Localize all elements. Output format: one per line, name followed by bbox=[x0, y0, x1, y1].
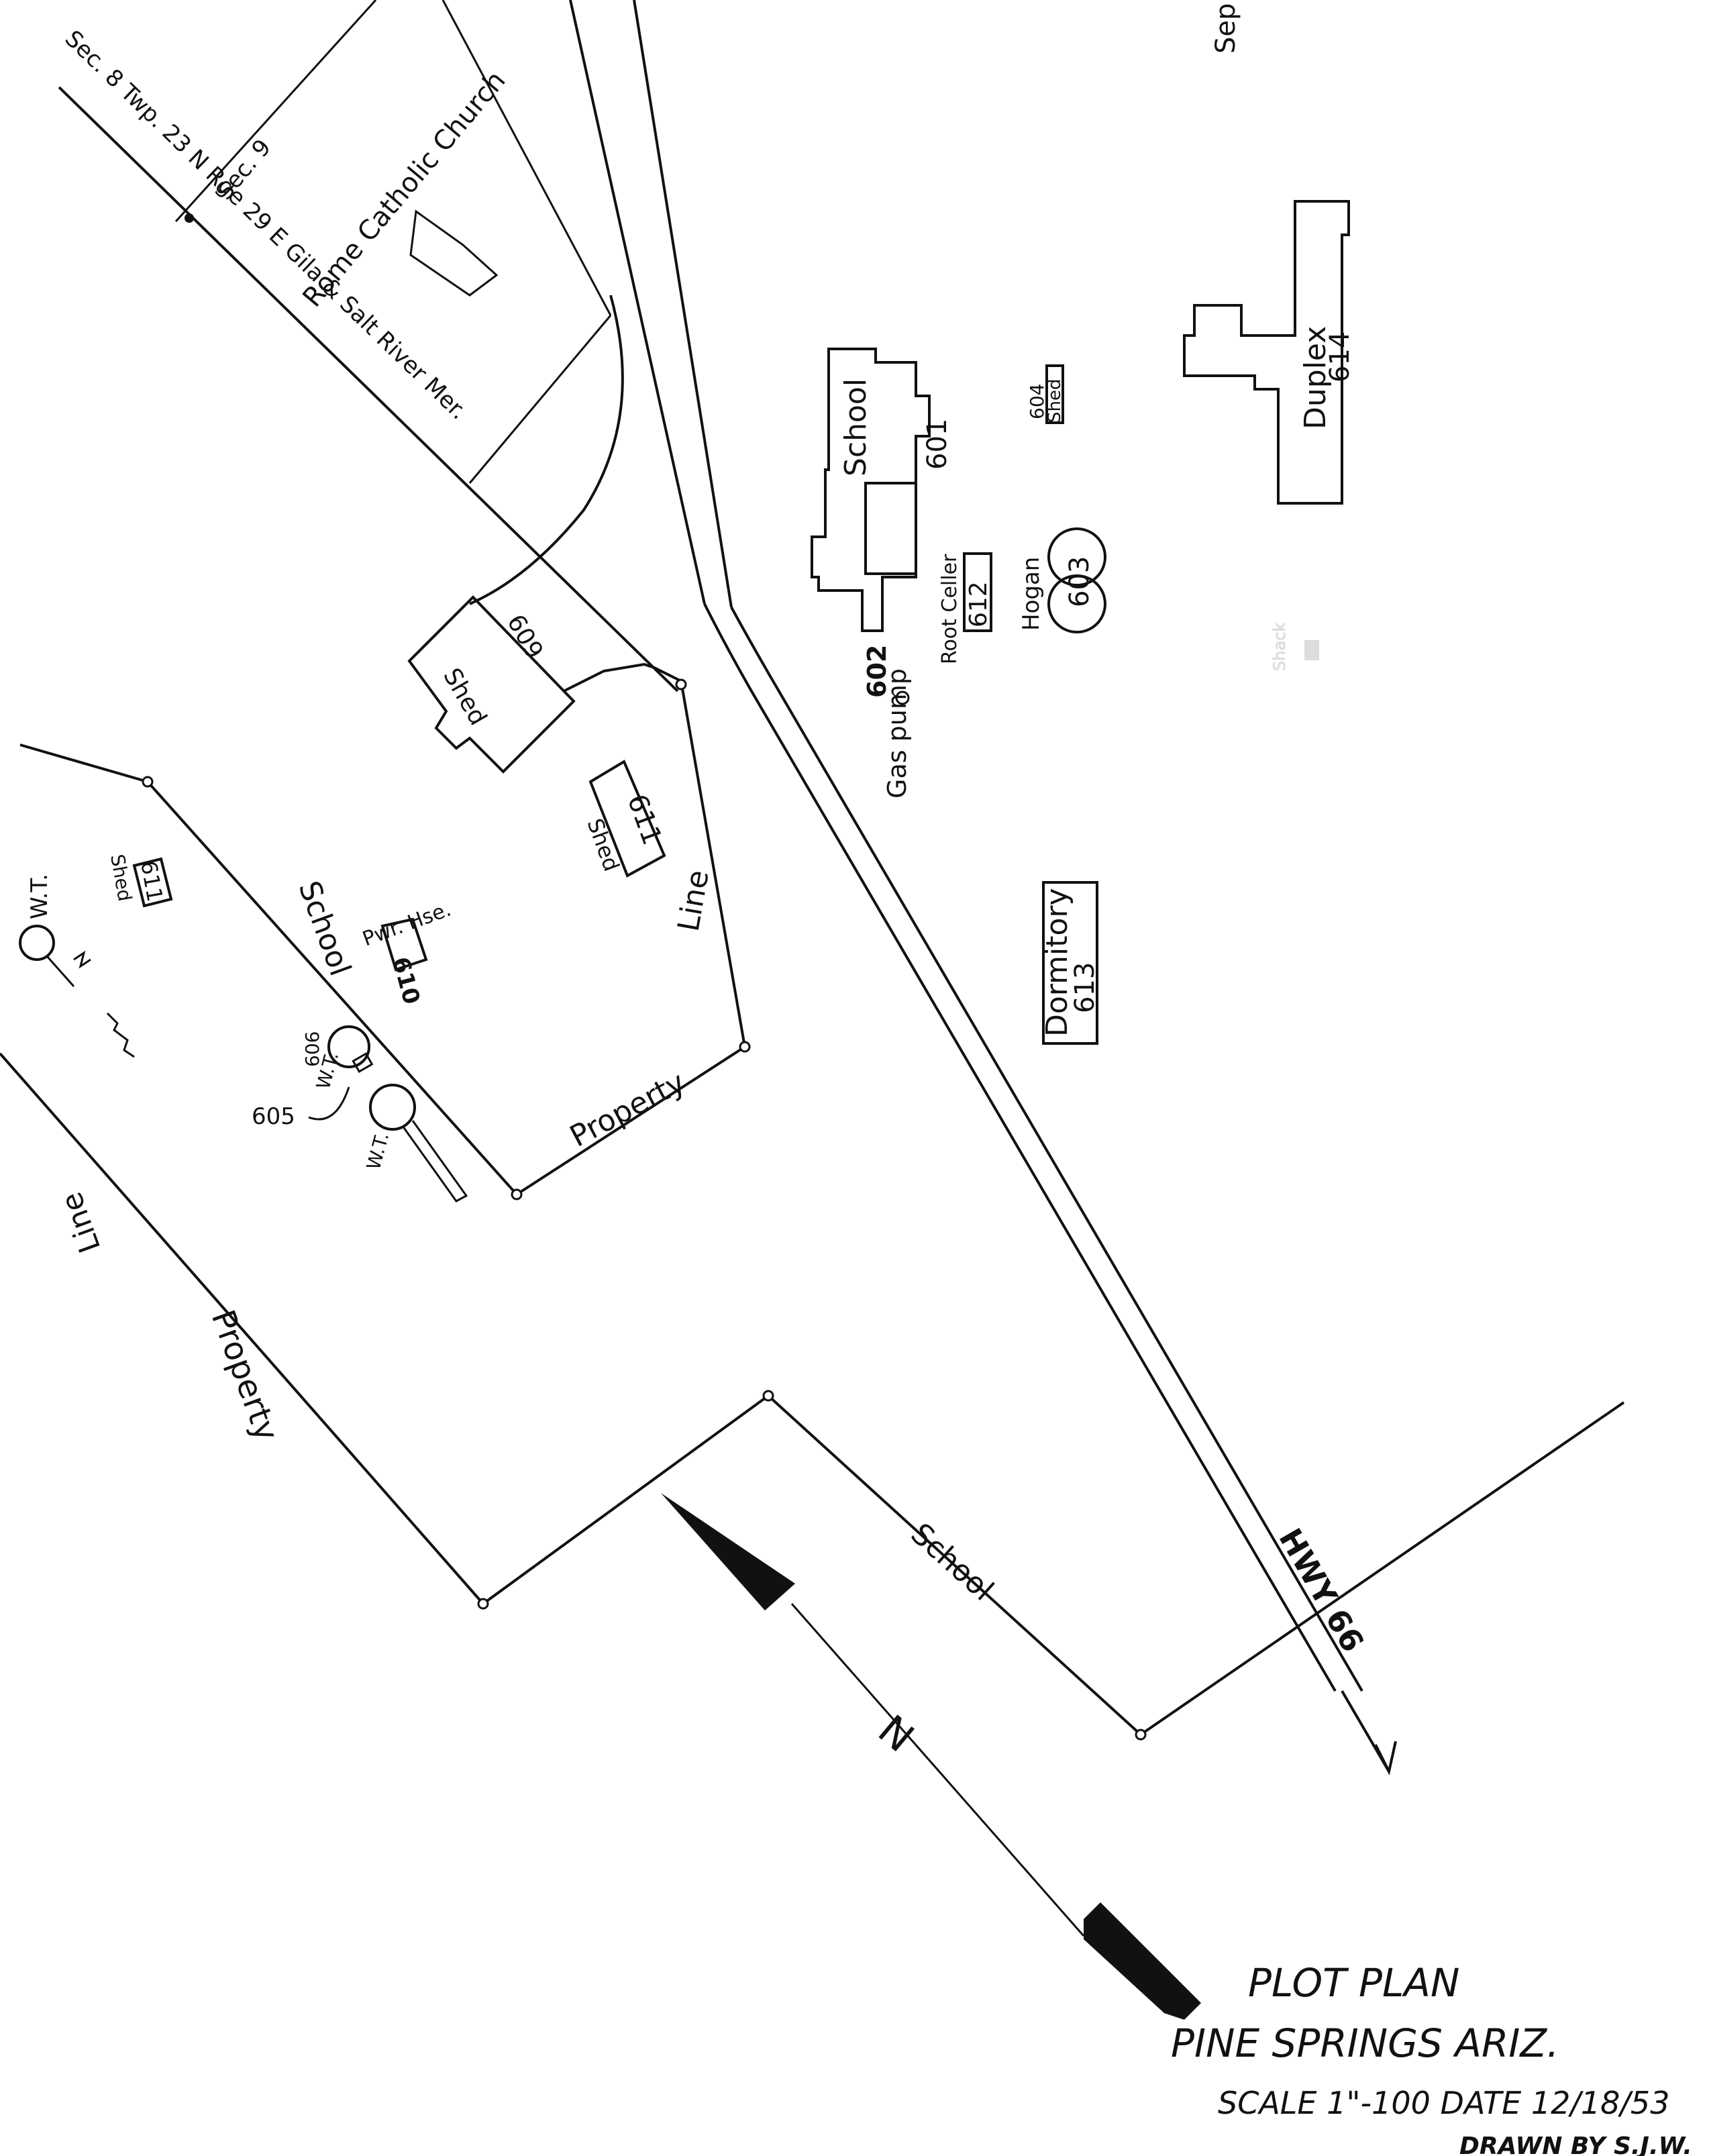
wt-605-label: W.T. bbox=[362, 1130, 393, 1172]
wt-606-number: 606 bbox=[301, 1031, 323, 1067]
building-601-school: School 601 bbox=[811, 348, 953, 632]
building-610-power-house: Pwr. Hse. 610 bbox=[360, 898, 454, 1007]
section-line: Sec. 8 Twp. 23 N Rge 29 E Gila & Salt Ri… bbox=[58, 25, 679, 692]
trading-post-name: Shed bbox=[437, 664, 492, 730]
dormitory-number: 614 bbox=[1325, 331, 1355, 382]
title-block: PLOT PLAN PINE SPRINGS ARIZ. SCALE 1"-10… bbox=[1171, 1960, 1692, 2156]
hogan-name: Hogan bbox=[1018, 557, 1045, 631]
property-word-lower: Property bbox=[204, 1305, 286, 1446]
title-drawn-by: DRAWN BY S.J.W. bbox=[1459, 2133, 1692, 2156]
duplex-number: 613 bbox=[1070, 962, 1100, 1013]
building-611-shed: Shed 611 bbox=[106, 852, 173, 908]
shack-faint-label: Shack bbox=[1270, 623, 1289, 671]
school-word-lower: School bbox=[904, 1517, 1000, 1608]
corner-text: Sep bbox=[1210, 3, 1241, 54]
title-line-1: PLOT PLAN bbox=[1248, 1960, 1459, 2006]
church-lot: Rome Catholic Church bbox=[174, 0, 612, 484]
highway-label: HWY 66 bbox=[1272, 1523, 1371, 1658]
building-604-shed: 604 Shed bbox=[1026, 364, 1065, 424]
water-tank-west: W.T. bbox=[19, 874, 135, 1058]
shed-609-number: 611 bbox=[621, 790, 668, 849]
school-number: 601 bbox=[922, 419, 953, 470]
building-603-hogan: Hogan 603 bbox=[1018, 527, 1106, 633]
building-614-duplex: Dormitory 613 bbox=[1040, 881, 1100, 1045]
building-602-gas-pump: Gas pump 602 bbox=[862, 645, 912, 799]
shed-604-name: Shed bbox=[1045, 379, 1065, 423]
root-celler-name: Root Celler bbox=[938, 554, 962, 664]
duplex-name: Dormitory bbox=[1040, 888, 1074, 1037]
gas-pump-name: Gas pump bbox=[882, 668, 912, 799]
water-tanks-605-606: W.T. 606 W.T. 605 bbox=[252, 1025, 468, 1202]
shed-611-name: Shed bbox=[106, 852, 136, 903]
church-building bbox=[409, 209, 499, 297]
north-arrow-head bbox=[661, 1493, 795, 1610]
line-word-lower: Line bbox=[54, 1188, 107, 1257]
building-607-trading-post: Shed 609 bbox=[407, 595, 576, 774]
trading-post-number: 609 bbox=[501, 610, 548, 664]
north-label: N bbox=[869, 1706, 922, 1761]
shed-604-number: 604 bbox=[1026, 384, 1048, 419]
school-name: School bbox=[839, 378, 873, 476]
highway-66: HWY 66 bbox=[469, 0, 1397, 1776]
wt-605-number: 605 bbox=[252, 1103, 295, 1130]
dormitory-name: Duplex bbox=[1298, 326, 1333, 429]
north-arrow-tail bbox=[1084, 1902, 1201, 2020]
north-arrow: N bbox=[661, 1493, 1201, 2020]
title-scale-date: SCALE 1"-100 DATE 12/18/53 bbox=[1218, 2085, 1669, 2121]
root-celler-number: 612 bbox=[965, 581, 992, 627]
school-word-upper: School bbox=[292, 876, 358, 980]
faint-shack: Shack bbox=[1270, 622, 1319, 672]
church-label: Rome Catholic Church bbox=[297, 65, 511, 313]
line-word-upper: Line bbox=[672, 868, 716, 934]
building-609-shed: Shed 611 bbox=[582, 760, 668, 878]
shed-609-name: Shed bbox=[582, 815, 624, 875]
title-line-2: PINE SPRINGS ARIZ. bbox=[1171, 2020, 1559, 2066]
hogan-number: 603 bbox=[1064, 556, 1095, 607]
property-word-upper: Property bbox=[564, 1065, 690, 1153]
power-house-name: Pwr. Hse. bbox=[360, 898, 454, 952]
water-tank-west-label: W.T. bbox=[26, 874, 53, 919]
building-612-root-celler: Root Celler 612 bbox=[938, 552, 992, 664]
property-boundary: School Property Line Line Property Schoo… bbox=[0, 662, 1625, 1741]
gas-pump-number: 602 bbox=[862, 645, 892, 698]
building-613-dormitory: Duplex 614 bbox=[1183, 200, 1355, 505]
section-line-label: Sec. 8 Twp. 23 N Rge 29 E Gila & Salt Ri… bbox=[60, 25, 472, 425]
